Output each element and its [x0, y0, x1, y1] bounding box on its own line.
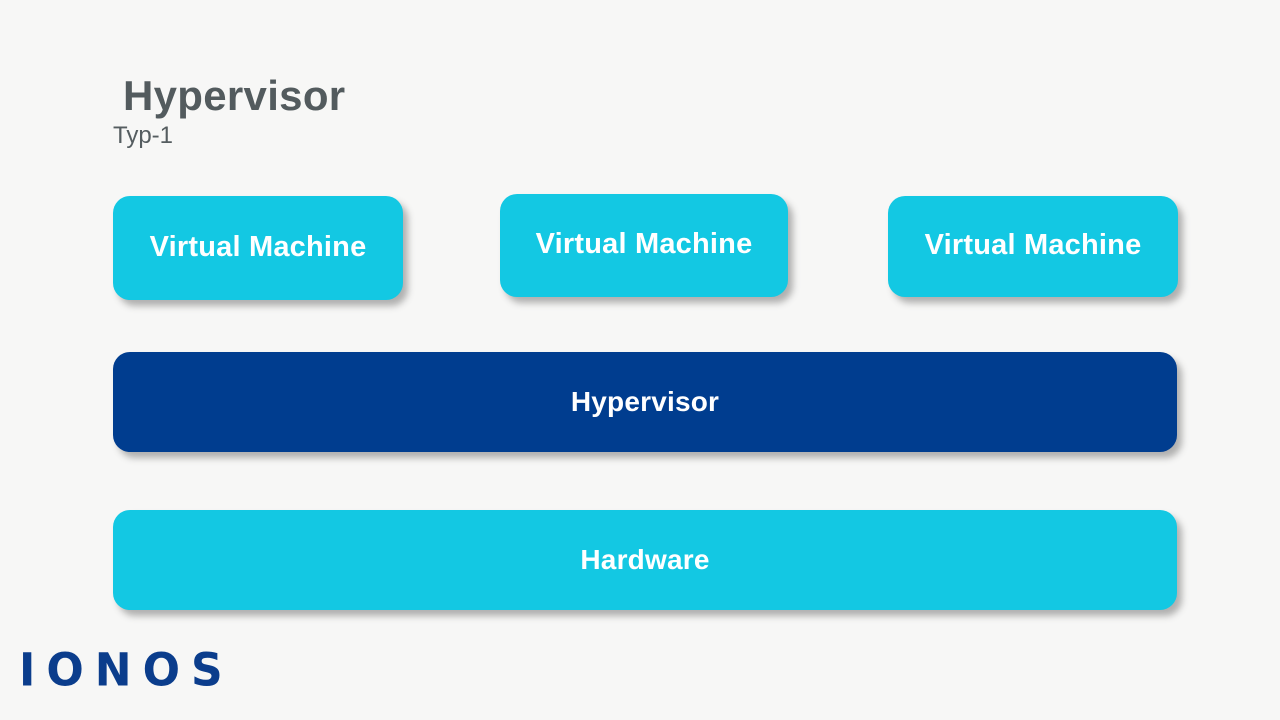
page-subtitle: Typ-1 — [113, 122, 174, 150]
title-block: Hypervisor Typ-1 — [113, 72, 813, 151]
virtual-machine-label: Virtual Machine — [149, 230, 367, 263]
hardware-layer-box: Hardware — [113, 510, 1177, 610]
virtual-machine-label: Virtual Machine — [535, 228, 753, 260]
page-title: Hypervisor — [123, 72, 346, 119]
virtual-machine-box-1: Virtual Machine — [113, 196, 403, 300]
hypervisor-layer-box: Hypervisor — [113, 352, 1177, 452]
virtual-machine-box-2: Virtual Machine — [500, 194, 788, 297]
hardware-layer-label: Hardware — [580, 544, 710, 575]
hypervisor-layer-label: Hypervisor — [570, 386, 720, 417]
virtual-machine-label: Virtual Machine — [924, 229, 1142, 261]
ionos-logo: IONOS — [19, 643, 234, 697]
virtual-machine-box-3: Virtual Machine — [888, 196, 1178, 297]
